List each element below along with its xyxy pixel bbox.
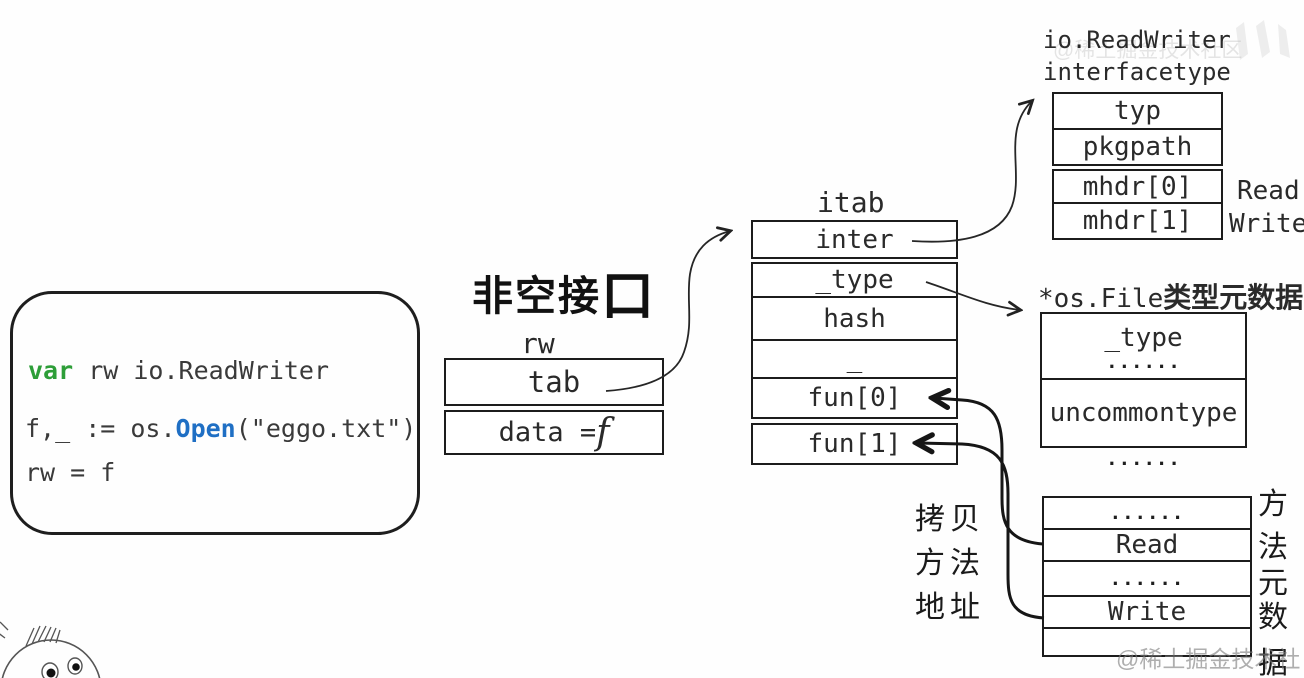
- dots-below-osfile: ......: [1106, 448, 1181, 470]
- interfacetype-row-mhdr0: mhdr[0]: [1052, 169, 1223, 204]
- method-meta-vlabel-2: 法: [1258, 531, 1288, 564]
- keyword-var: var: [28, 356, 74, 385]
- doodle-face: [0, 621, 101, 678]
- copy-note-line-2: 方法: [915, 547, 985, 580]
- mhdr0-method-name: Read: [1237, 176, 1300, 206]
- osfile-cell-type: _type ......: [1040, 312, 1247, 380]
- nonempty-interface-heading: 非空接口: [472, 267, 656, 326]
- method-meta-vlabel-3: 元: [1258, 567, 1288, 600]
- interfacetype-row-typ: typ: [1052, 92, 1223, 130]
- itab-row-type: _type: [751, 262, 958, 298]
- itab-row-inter: inter: [751, 220, 958, 259]
- f-value: f: [596, 411, 610, 453]
- community-watermark: @稀土掘金技术社区: [1116, 646, 1301, 672]
- code-line-1: var rw io.ReadWriter: [28, 356, 330, 385]
- faint-watermark: @稀土掘金技术社区: [1053, 39, 1243, 62]
- copy-note-line-1: 拷贝: [915, 503, 985, 536]
- code-snippet-box: [10, 291, 420, 535]
- code-line-2: f,_ := os.Open("eggo.txt"): [25, 414, 417, 443]
- method-row-read: Read: [1042, 528, 1252, 562]
- method-row-dots2: ......: [1042, 560, 1252, 597]
- copy-note-line-3: 地址: [915, 591, 985, 624]
- method-row-write: Write: [1042, 595, 1252, 629]
- faint-logo-watermark: [1236, 20, 1290, 60]
- method-meta-vlabel-1: 方: [1258, 488, 1288, 521]
- interfacetype-row-pkgpath: pkgpath: [1052, 128, 1223, 166]
- itab-row-hash: hash: [751, 296, 958, 341]
- osfile-meta-label: *os.File类型元数据: [1038, 282, 1304, 314]
- itab-label: itab: [817, 186, 885, 219]
- osfile-cell-uncommontype: uncommontype: [1040, 378, 1247, 448]
- rw-tab-cell: tab: [444, 358, 664, 406]
- interfacetype-label-line2: interfacetype: [1043, 58, 1231, 86]
- itab-row-underscore: _: [751, 339, 958, 379]
- itab-row-fun0: fun[0]: [751, 377, 958, 419]
- interfacetype-label-line1: io.ReadWriter: [1043, 26, 1231, 54]
- method-row-dots3: [1042, 627, 1252, 657]
- func-open: Open: [175, 414, 236, 443]
- dots: ......: [1106, 351, 1181, 373]
- code-line-3: rw = f: [25, 458, 116, 487]
- method-row-dots1: ......: [1042, 496, 1252, 530]
- itab-row-fun1: fun[1]: [751, 423, 958, 465]
- mhdr1-method-name: Write: [1229, 209, 1304, 239]
- rw-var-label: rw: [521, 327, 555, 360]
- interfacetype-row-mhdr1: mhdr[1]: [1052, 202, 1223, 240]
- method-meta-vlabel-5: 据: [1258, 647, 1288, 678]
- method-meta-vlabel-4: 数: [1258, 601, 1288, 634]
- rw-data-cell: data = f: [444, 410, 664, 455]
